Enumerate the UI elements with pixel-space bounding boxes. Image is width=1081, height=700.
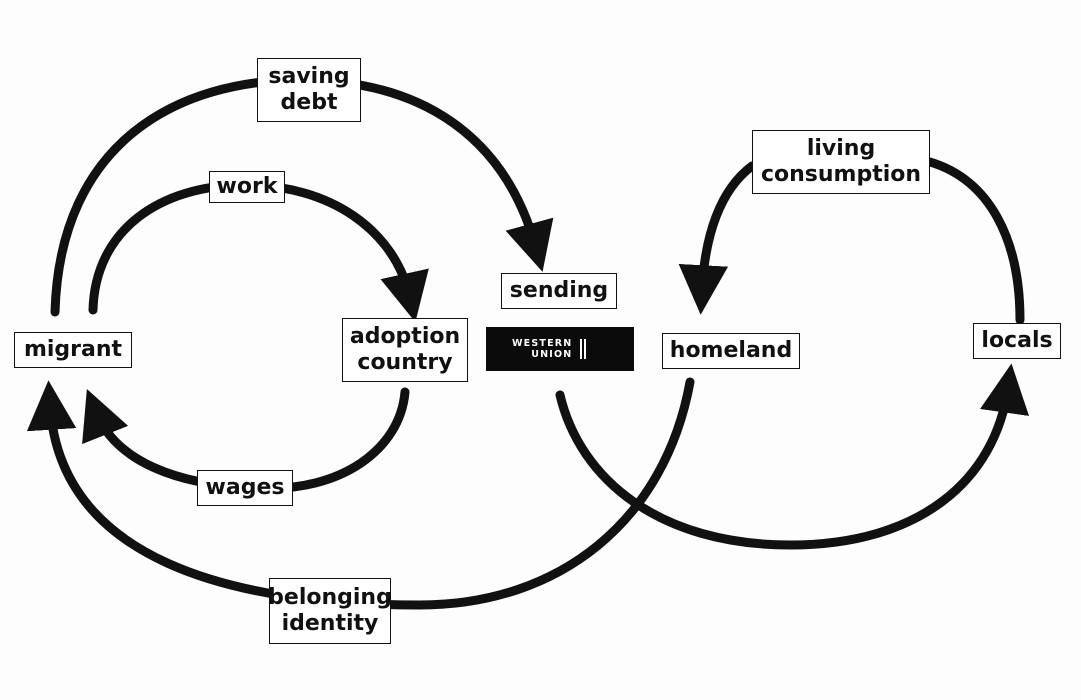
identity-text: identity: [281, 611, 379, 636]
logo-line-2: UNION: [531, 349, 573, 360]
locals-text: locals: [981, 328, 1053, 353]
belonging-text: belonging: [268, 585, 392, 610]
arrow-homeland-to-migrant: [26, 377, 695, 610]
arrow-migrant-to-adoption: [88, 180, 429, 323]
logo-bars-icon: [580, 339, 587, 359]
western-union-logo: WESTERN UNION: [486, 327, 634, 371]
debt-text: debt: [280, 90, 338, 115]
homeland-text: homeland: [669, 338, 793, 363]
wages-text: wages: [205, 475, 285, 500]
arrow-sending-to-locals: [555, 363, 1030, 550]
wages-label: wages: [197, 470, 293, 506]
migrant-label: migrant: [14, 332, 132, 368]
consumption-text: consumption: [760, 162, 922, 187]
saving-text: saving: [268, 64, 350, 89]
adoption-country-label: adoption country: [342, 318, 468, 382]
adoption-text: adoption: [349, 324, 461, 349]
belonging-identity-label: belonging identity: [268, 578, 392, 644]
logo-line-1: WESTERN: [512, 338, 573, 349]
locals-label: locals: [973, 323, 1061, 359]
homeland-label: homeland: [662, 333, 800, 369]
country-text: country: [357, 350, 453, 375]
living-consumption-label: living consumption: [752, 130, 930, 194]
migrant-text: migrant: [23, 337, 123, 362]
work-label: work: [209, 171, 285, 203]
saving-debt-label: saving debt: [257, 58, 361, 122]
sending-text: sending: [509, 278, 609, 303]
work-text: work: [216, 174, 278, 199]
sending-label: sending: [501, 273, 617, 309]
living-text: living: [806, 136, 876, 161]
arrow-locals-to-homeland: [702, 157, 1025, 320]
